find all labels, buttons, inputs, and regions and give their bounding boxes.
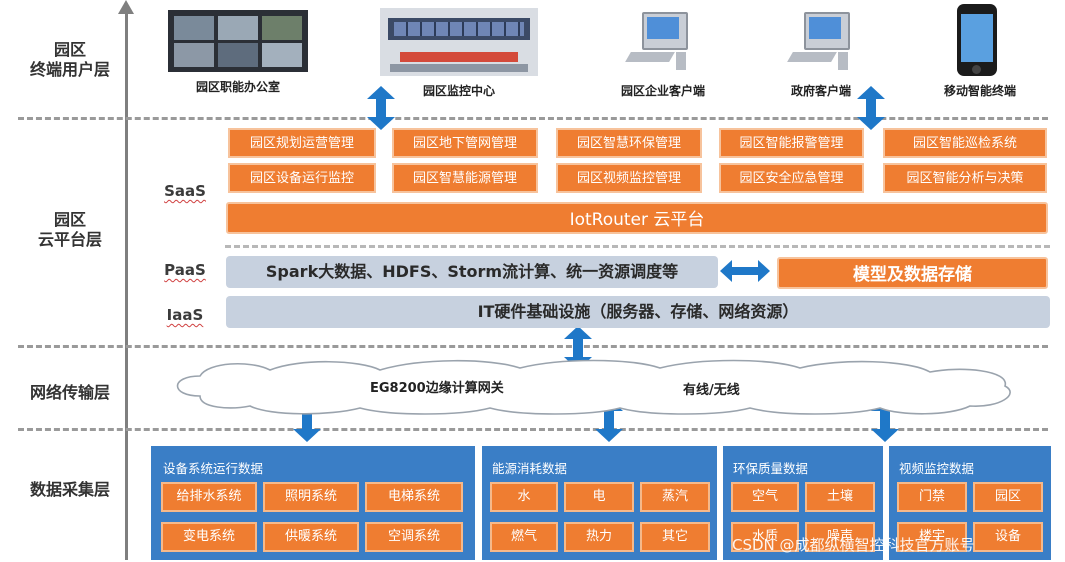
collection-panel: 设备系统运行数据 给排水系统 照明系统 电梯系统 变电系统 供暖系统 空调系统: [151, 446, 475, 560]
panel-item: 电梯系统: [365, 482, 463, 512]
saas-module: 园区智能报警管理: [719, 128, 864, 158]
terminal-label: 园区企业客户端: [620, 84, 705, 98]
axis-arrow-head-icon: [118, 0, 134, 14]
panel-item: 楼宇: [897, 522, 967, 552]
terminal-label: 移动智能终端: [943, 84, 1016, 98]
panel-item: 照明系统: [263, 482, 359, 512]
horizontal-double-arrow-icon: [720, 260, 770, 282]
panel-title: 视频监控数据: [899, 461, 975, 476]
iaas-label: IaaS: [166, 306, 204, 324]
panel-item: 水: [490, 482, 558, 512]
panel-item: 热力: [564, 522, 634, 552]
divider-network-collection: [18, 428, 1048, 431]
layer-label-network: 网络传输层: [29, 383, 110, 402]
saas-label: SaaS: [164, 182, 206, 200]
double-arrow-icon: [564, 326, 592, 370]
terminal-label: 政府客户端: [790, 84, 851, 98]
saas-module: 园区智慧环保管理: [556, 128, 702, 158]
iaas-bar: IT硬件基础设施（服务器、存储、网络资源）: [226, 296, 1050, 328]
panel-item: 水质: [731, 522, 799, 552]
divider-cloud-network: [18, 345, 1048, 348]
panel-item: 变电系统: [161, 522, 257, 552]
office-video-wall-image: [168, 10, 308, 72]
layer-label-collection: 数据采集层: [29, 480, 110, 499]
collection-panel: 视频监控数据 门禁 园区 楼宇 设备: [889, 446, 1051, 560]
saas-module: 园区地下管网管理: [392, 128, 538, 158]
terminal-label: 园区职能办公室: [195, 80, 280, 94]
panel-item: 噪声: [805, 522, 875, 552]
terminal-label: 园区监控中心: [422, 84, 495, 98]
collection-panel: 环保质量数据 空气 土壤 水质 噪声: [723, 446, 883, 560]
saas-module: 园区智能巡检系统: [883, 128, 1047, 158]
panel-item: 园区: [973, 482, 1043, 512]
panel-item: 蒸汽: [640, 482, 710, 512]
smartphone-icon: [957, 4, 997, 76]
enterprise-computer-icon: [625, 12, 698, 74]
panel-item: 其它: [640, 522, 710, 552]
panel-item: 空气: [731, 482, 799, 512]
storage-bar: 模型及数据存储: [777, 257, 1048, 289]
panel-title: 能源消耗数据: [492, 461, 568, 476]
panel-item: 土壤: [805, 482, 875, 512]
government-computer-icon: [787, 12, 860, 74]
panel-item: 供暖系统: [263, 522, 359, 552]
monitoring-center-image: [380, 8, 538, 76]
vertical-axis-line: [125, 8, 128, 560]
panel-item: 燃气: [490, 522, 558, 552]
panel-item: 门禁: [897, 482, 967, 512]
network-cloud-shape: [176, 359, 1011, 415]
divider-saas-paas: [225, 245, 1050, 248]
saas-module: 园区安全应急管理: [719, 163, 864, 193]
layer-label-cloud: 园区 云平台层: [37, 210, 102, 249]
saas-module: 园区规划运营管理: [228, 128, 376, 158]
saas-module: 园区智慧能源管理: [392, 163, 538, 193]
panel-title: 设备系统运行数据: [163, 461, 264, 476]
double-arrow-icon: [367, 86, 395, 130]
panel-item: 给排水系统: [161, 482, 257, 512]
paas-label: PaaS: [164, 261, 206, 279]
collection-panel: 能源消耗数据 水 电 蒸汽 燃气 热力 其它: [482, 446, 717, 560]
panel-title: 环保质量数据: [733, 461, 809, 476]
saas-module: 园区设备运行监控: [228, 163, 376, 193]
divider-terminal-cloud: [18, 117, 1048, 120]
panel-item: 空调系统: [365, 522, 463, 552]
platform-bar: IotRouter 云平台: [226, 202, 1048, 234]
gateway-label: EG8200边缘计算网关: [370, 381, 504, 396]
watermark-text: CSDN @成都纵横智控科技官方账号: [732, 536, 975, 554]
paas-bar: Spark大数据、HDFS、Storm流计算、统一资源调度等: [226, 256, 718, 288]
panel-item: 设备: [973, 522, 1043, 552]
panel-item: 电: [564, 482, 634, 512]
layer-label-terminal: 园区 终端用户层: [29, 40, 110, 79]
double-arrow-icon: [857, 86, 885, 130]
saas-module: 园区智能分析与决策: [883, 163, 1047, 193]
link-label: 有线/无线: [683, 383, 740, 398]
saas-module: 园区视频监控管理: [556, 163, 702, 193]
